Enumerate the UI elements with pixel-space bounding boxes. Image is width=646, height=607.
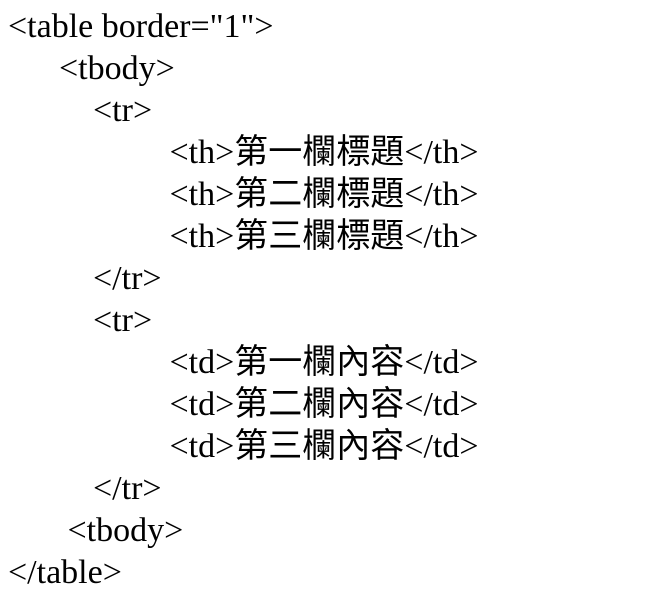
code-line: <th>第二欄標題</th> [8,176,479,213]
code-line: <td>第二欄內容</td> [8,386,479,423]
code-line: <td>第三欄內容</td> [8,428,479,465]
code-line: </tr> [8,260,162,297]
code-line: </tr> [8,470,162,507]
code-line: <tr> [8,92,153,129]
code-line: <tr> [8,302,153,339]
code-line: <th>第一欄標題</th> [8,134,479,171]
code-line: <tbody> [8,50,175,87]
code-line: <td>第一欄內容</td> [8,344,479,381]
code-line: <table border="1"> [8,8,274,45]
code-line: </table> [8,554,122,591]
code-line: <th>第三欄標題</th> [8,218,479,255]
code-line: <tbody> [8,512,184,549]
